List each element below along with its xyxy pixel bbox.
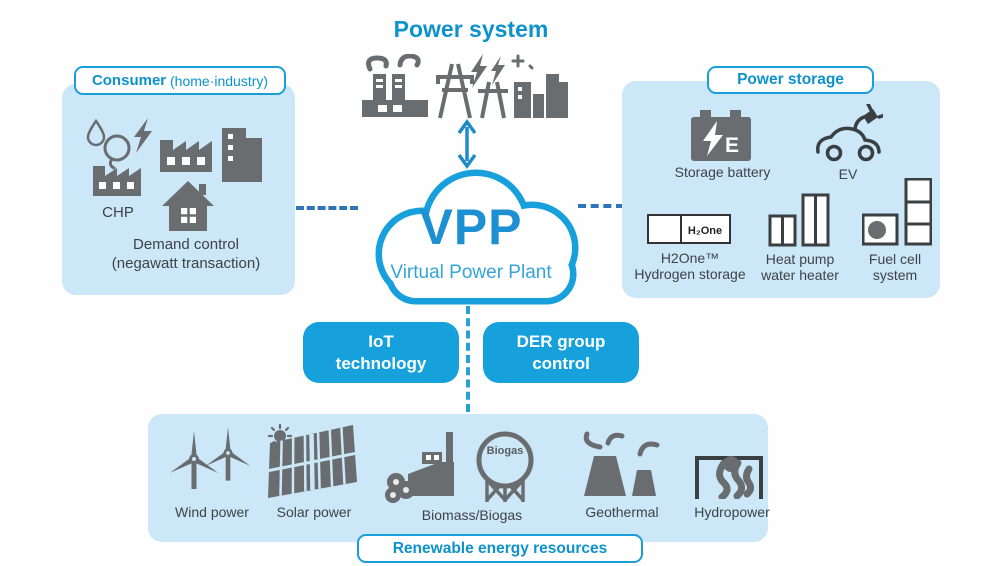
battery-letter: E	[725, 134, 739, 157]
h2one-hydrogen-unit-icon: H₂One	[647, 214, 731, 244]
office-building-icon	[222, 128, 262, 182]
consumer-caption-line1: Demand control	[133, 236, 239, 253]
power-system-icon	[362, 54, 568, 119]
heat-pump-icon	[768, 193, 830, 247]
renewables-label: Renewable energy resources	[357, 534, 643, 563]
fuel-cell-icon	[862, 178, 932, 246]
biogas-tank-text: Biogas	[487, 445, 524, 457]
h2one-icon-text: H₂One	[688, 225, 722, 237]
solar-power-icon	[267, 424, 357, 498]
hydropower-icon	[695, 456, 763, 499]
biogas-tank-icon: Biogas	[476, 431, 534, 502]
biomass-icon	[385, 432, 454, 503]
solar-caption: Solar power	[276, 504, 352, 520]
iot-line2: technology	[335, 353, 427, 373]
house-icon	[162, 181, 214, 231]
h2one-caption-line1: H2One™	[660, 250, 720, 266]
storage-battery-caption: Storage battery	[674, 164, 771, 180]
power-storage-label-text: Power storage	[737, 71, 844, 88]
cloud-renewables-connector	[466, 306, 470, 412]
biomass-caption: Biomass/Biogas	[421, 507, 523, 523]
geothermal-icon	[583, 431, 660, 496]
h2one-caption-line2: Hydrogen storage	[634, 266, 746, 282]
der-group-control-button: DER group control	[483, 322, 639, 383]
chp-caption: CHP	[102, 204, 134, 221]
chp-cogeneration-icon	[86, 118, 152, 196]
wind-power-icon	[170, 427, 250, 489]
fuelcell-caption-line1: Fuel cell	[868, 251, 922, 267]
heatpump-caption-line1: Heat pump	[765, 251, 835, 267]
vpp-acronym: VPP	[419, 199, 523, 255]
up-down-arrow-icon	[457, 119, 477, 169]
ev-car-plug-icon	[816, 104, 883, 162]
consumer-label-rest: (home·industry)	[170, 72, 269, 89]
power-system-title: Power system	[393, 16, 549, 42]
renewables-label-text: Renewable energy resources	[392, 539, 608, 557]
cloud-storage-connector	[578, 204, 624, 208]
consumer-cloud-connector	[296, 206, 358, 210]
wind-caption: Wind power	[175, 504, 249, 520]
geothermal-caption: Geothermal	[585, 504, 659, 520]
consumer-label-bold: Consumer	[91, 72, 167, 89]
ev-caption: EV	[838, 166, 858, 182]
hydropower-caption: Hydropower	[694, 504, 770, 520]
heatpump-caption-line2: water heater	[761, 267, 839, 283]
vpp-subtitle: Virtual Power Plant	[390, 262, 552, 283]
power-storage-panel	[622, 81, 940, 298]
consumer-label: Consumer (home·industry)	[74, 66, 286, 95]
factory-icon	[160, 140, 212, 172]
iot-line1: IoT	[368, 332, 394, 352]
der-line1: DER group	[516, 332, 606, 352]
consumer-caption: Demand control (negawatt transaction)	[78, 236, 294, 274]
vpp-cloud	[375, 169, 579, 305]
fuelcell-caption-line2: system	[872, 267, 918, 283]
der-line2: control	[532, 353, 590, 373]
consumer-caption-line2: (negawatt transaction)	[111, 254, 261, 272]
power-storage-label: Power storage	[707, 66, 874, 94]
renewables-panel	[148, 414, 768, 542]
storage-battery-icon: E	[691, 110, 751, 161]
iot-technology-button: IoT technology	[303, 322, 459, 383]
